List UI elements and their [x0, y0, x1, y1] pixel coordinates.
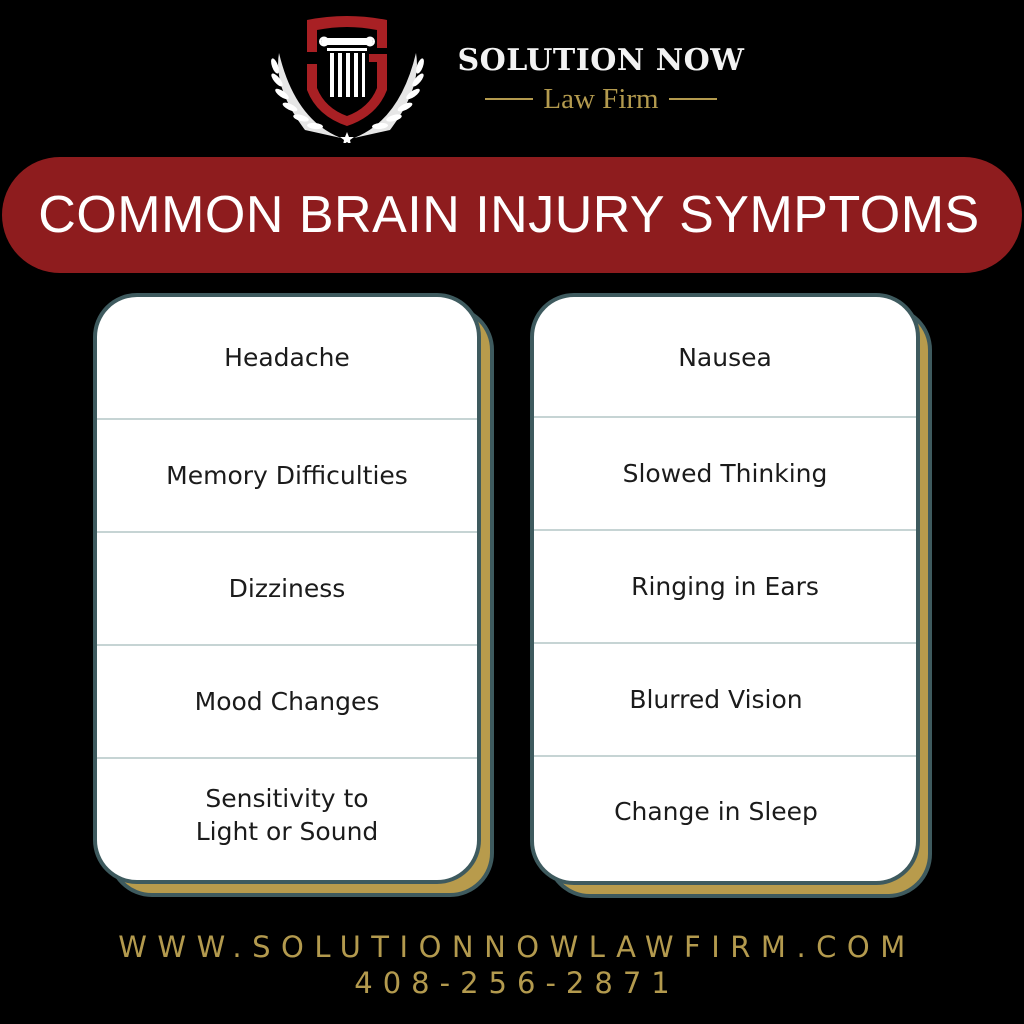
brand-name: SOLUTION NOW — [457, 43, 745, 78]
page-title: COMMON BRAIN INJURY SYMPTOMS — [38, 186, 980, 244]
symptom-card-left: Headache Memory Difficulties Dizziness M… — [93, 293, 481, 884]
list-item: Dizziness — [97, 533, 477, 646]
symptom-card-right: Nausea Slowed Thinking Ringing in Ears B… — [530, 293, 920, 885]
title-banner: COMMON BRAIN INJURY SYMPTOMS — [2, 157, 1022, 273]
brand-subtitle-row: Law Firm — [453, 84, 749, 114]
website-link[interactable]: WWW.SOLUTIONNOWLAWFIRM.COM — [118, 930, 916, 964]
list-item: Mood Changes — [97, 646, 477, 759]
brand-wordmark: SOLUTION NOW Law Firm — [453, 43, 749, 115]
list-item: Change in Sleep — [614, 796, 818, 826]
list-item: Nausea — [534, 297, 916, 418]
phone-number[interactable]: 408-256-2871 — [354, 966, 680, 1000]
list-item: Slowed Thinking — [534, 418, 916, 531]
divider — [668, 98, 717, 100]
list-item: Ringing in Ears — [534, 531, 916, 644]
shield-pillar-laurel-icon — [271, 16, 424, 145]
divider — [485, 98, 534, 100]
list-item: Blurred Vision — [534, 644, 916, 757]
logo — [265, 8, 430, 145]
list-item: Memory Difficulties — [97, 420, 477, 533]
list-item: Headache — [97, 297, 477, 420]
list-item: Sensitivity to Light or Sound — [195, 783, 379, 846]
brand-subtitle: Law Firm — [543, 83, 659, 115]
